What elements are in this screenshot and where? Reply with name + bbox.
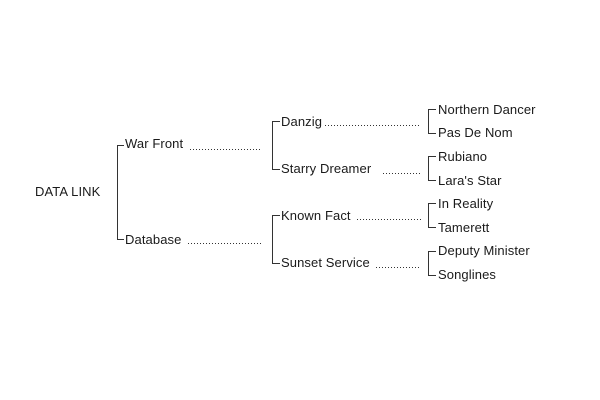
bracket-sunset-service (428, 251, 436, 276)
dam-sire-label: Known Fact (281, 208, 351, 223)
bracket-database (272, 215, 280, 264)
dam-label: Database (125, 232, 182, 247)
dam-dam-label: Sunset Service (281, 255, 370, 270)
g3-label: Lara's Star (438, 173, 502, 188)
g3-label: Pas De Nom (438, 125, 513, 140)
g3-label: Northern Dancer (438, 102, 536, 117)
g3-label: Deputy Minister (438, 243, 530, 258)
bracket-danzig (428, 109, 436, 134)
sire-sire-label: Danzig (281, 114, 323, 129)
bracket-war-front (272, 121, 280, 170)
root-label: DATA LINK (35, 184, 101, 199)
g3-label: Rubiano (438, 149, 488, 164)
root-bracket (117, 145, 124, 240)
bracket-starry-dreamer (428, 156, 436, 181)
sire-dam-label: Starry Dreamer (281, 161, 372, 176)
g3-label: In Reality (438, 196, 494, 211)
g3-label: Songlines (438, 267, 496, 282)
sire-label: War Front (125, 136, 184, 151)
bracket-known-fact (428, 203, 436, 228)
g3-label: Tamerett (438, 220, 490, 235)
